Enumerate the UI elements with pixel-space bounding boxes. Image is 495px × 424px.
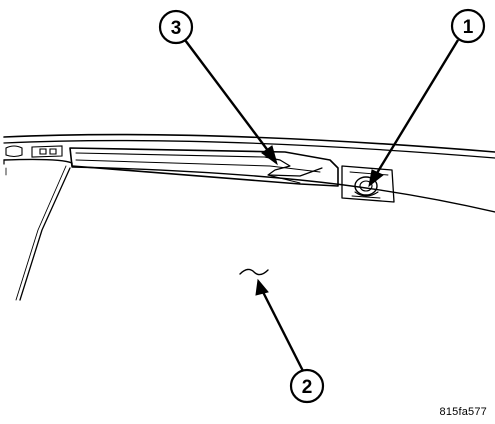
- leader-line-3: [184, 39, 273, 157]
- callout-1-label: 1: [463, 17, 474, 38]
- roof-molding: [69, 147, 339, 187]
- callout-3-label: 3: [171, 18, 182, 39]
- callout-3: 3: [158, 9, 194, 45]
- arrowhead-3: [261, 145, 278, 166]
- figure-id: 815fa577: [439, 406, 487, 418]
- roof-panel: [3, 133, 495, 301]
- callout-2-label: 2: [302, 377, 313, 398]
- molding-fastener: [341, 165, 395, 203]
- leader-lines: [184, 39, 460, 372]
- callout-1: 1: [450, 8, 486, 44]
- molding-end-cap: [5, 145, 63, 158]
- adhesive-mark: [239, 268, 269, 276]
- arrowhead-2: [255, 278, 269, 296]
- arrowhead-1: [368, 169, 384, 188]
- leader-line-2: [260, 289, 305, 372]
- leader-line-1: [372, 39, 460, 179]
- callout-2: 2: [289, 368, 325, 404]
